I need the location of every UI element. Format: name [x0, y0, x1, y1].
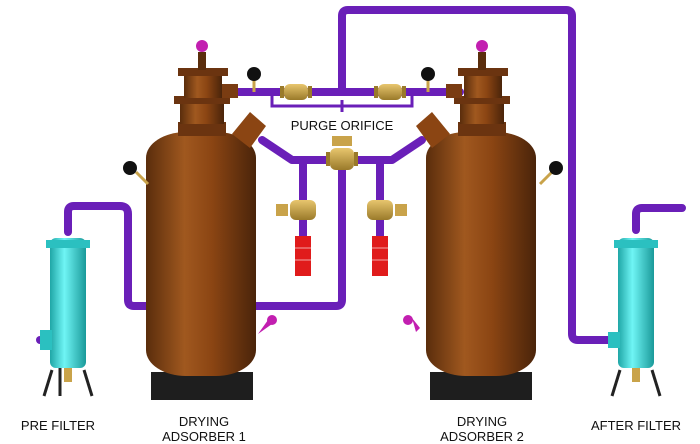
purge-orifice-label: PURGE ORIFICE: [290, 118, 394, 133]
drain-valves: [276, 200, 407, 220]
adsorber-2-label-line2: ADSORBER 2: [440, 429, 524, 444]
gauge-icon: [123, 161, 137, 175]
adsorber-2-label: DRYING ADSORBER 2: [440, 414, 524, 444]
relief-valves: [196, 40, 488, 334]
pre-filter: [40, 238, 94, 397]
purge-orifice-loop: [270, 92, 414, 112]
gauge-icon: [421, 67, 435, 81]
after-filter-inlet-pipe: [632, 204, 686, 234]
after-filter: [608, 238, 662, 397]
adsorber-1-label-line2: ADSORBER 1: [162, 429, 246, 444]
relief-valve-1: [196, 40, 208, 52]
drying-adsorber-2: [416, 52, 536, 400]
pressure-gauges: [123, 67, 563, 186]
process-piping: [36, 6, 686, 344]
drying-adsorber-1: [146, 52, 266, 400]
adsorber-1-label-line1: DRYING: [178, 414, 230, 429]
relief-valve-2: [476, 40, 488, 52]
outlet-pipe: [338, 6, 616, 344]
inlet-valve: [326, 136, 358, 170]
inlet-pipe: [64, 156, 346, 310]
adsorber-2-label-line1: DRYING: [456, 414, 508, 429]
gauge-icon: [247, 67, 261, 81]
gauge-icon: [549, 161, 563, 175]
adsorber-1-label: DRYING ADSORBER 1: [162, 414, 246, 444]
after-filter-label: AFTER FILTER: [590, 418, 682, 433]
silencers: [295, 236, 388, 276]
pre-filter-label: PRE FILTER: [20, 418, 96, 433]
silencer-2: [372, 236, 388, 276]
check-valves: [280, 84, 406, 100]
silencer-1: [295, 236, 311, 276]
